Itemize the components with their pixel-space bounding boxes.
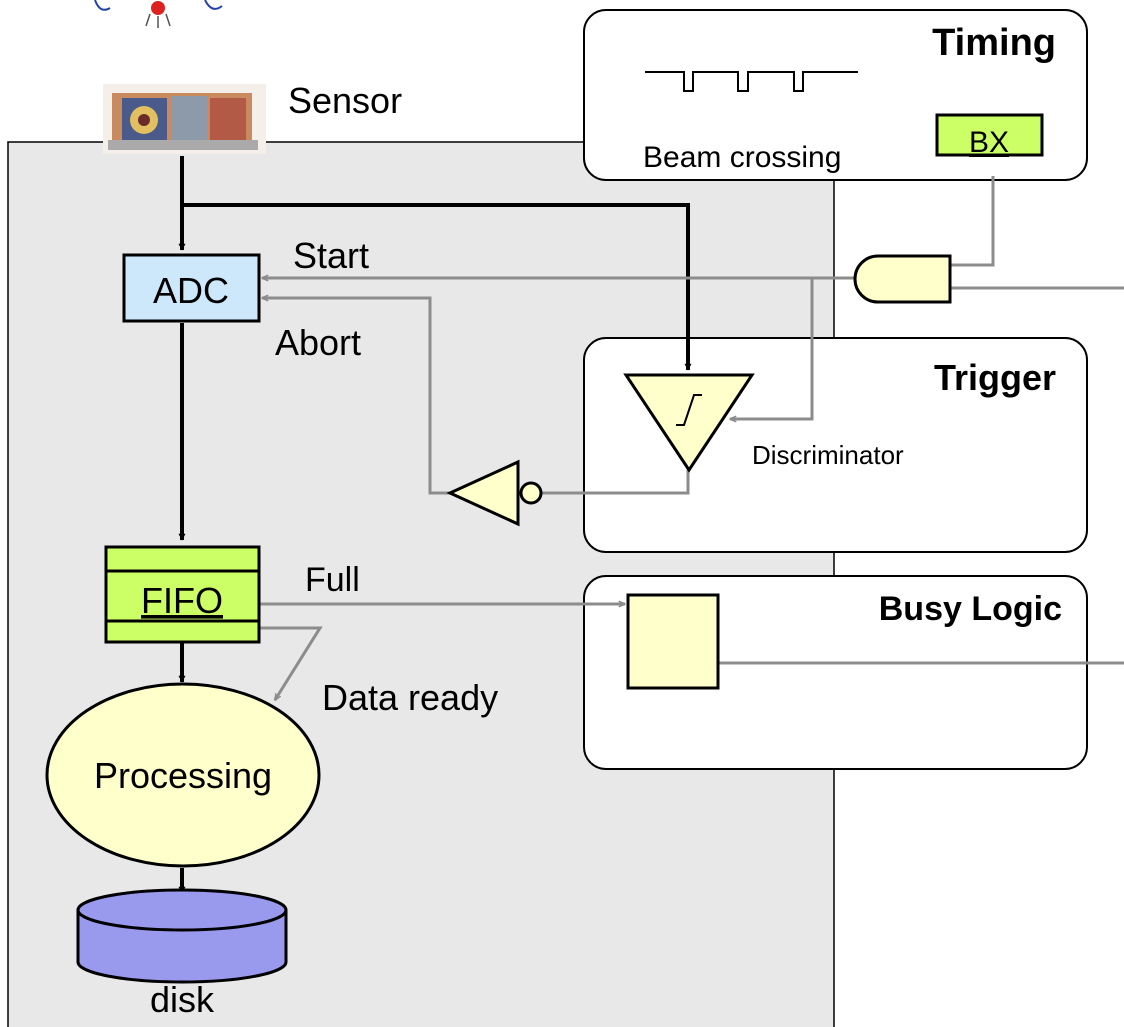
inverter-gate [446, 459, 543, 527]
start-label: Start [293, 235, 369, 276]
fifo-label: FIFO [141, 580, 223, 621]
adc-label: ADC [153, 270, 229, 311]
disk-label: disk [150, 979, 215, 1020]
processing-node [45, 682, 321, 868]
and-gate [853, 254, 952, 304]
timing-title: Timing [932, 22, 1056, 64]
processing-label: Processing [94, 755, 272, 796]
disk-icon [76, 888, 288, 984]
signal-wires [178, 156, 692, 894]
bx-label: BX [969, 126, 1009, 159]
fifo-box [104, 545, 261, 644]
busy-logic-block [626, 593, 720, 690]
sensor-detector-icon [103, 84, 266, 154]
sensor-label: Sensor [288, 80, 402, 121]
logo-icon [94, 0, 223, 28]
full-label: Full [305, 561, 360, 599]
control-wires [259, 176, 1124, 700]
adc-box [122, 253, 261, 323]
busy-logic-title: Busy Logic [879, 590, 1062, 628]
data-ready-label: Data ready [322, 677, 498, 718]
beam-crossing-label: Beam crossing [643, 141, 841, 174]
discriminator-symbol [623, 373, 755, 473]
abort-label: Abort [275, 322, 361, 363]
timing-panel: Timing Beam crossing BX [583, 9, 1088, 181]
bx-box [935, 113, 1044, 157]
beam-pulse-train-icon [645, 71, 858, 92]
trigger-panel: Trigger Discriminator [583, 337, 1088, 553]
trigger-title: Trigger [934, 357, 1056, 398]
discriminator-label: Discriminator [752, 440, 904, 470]
